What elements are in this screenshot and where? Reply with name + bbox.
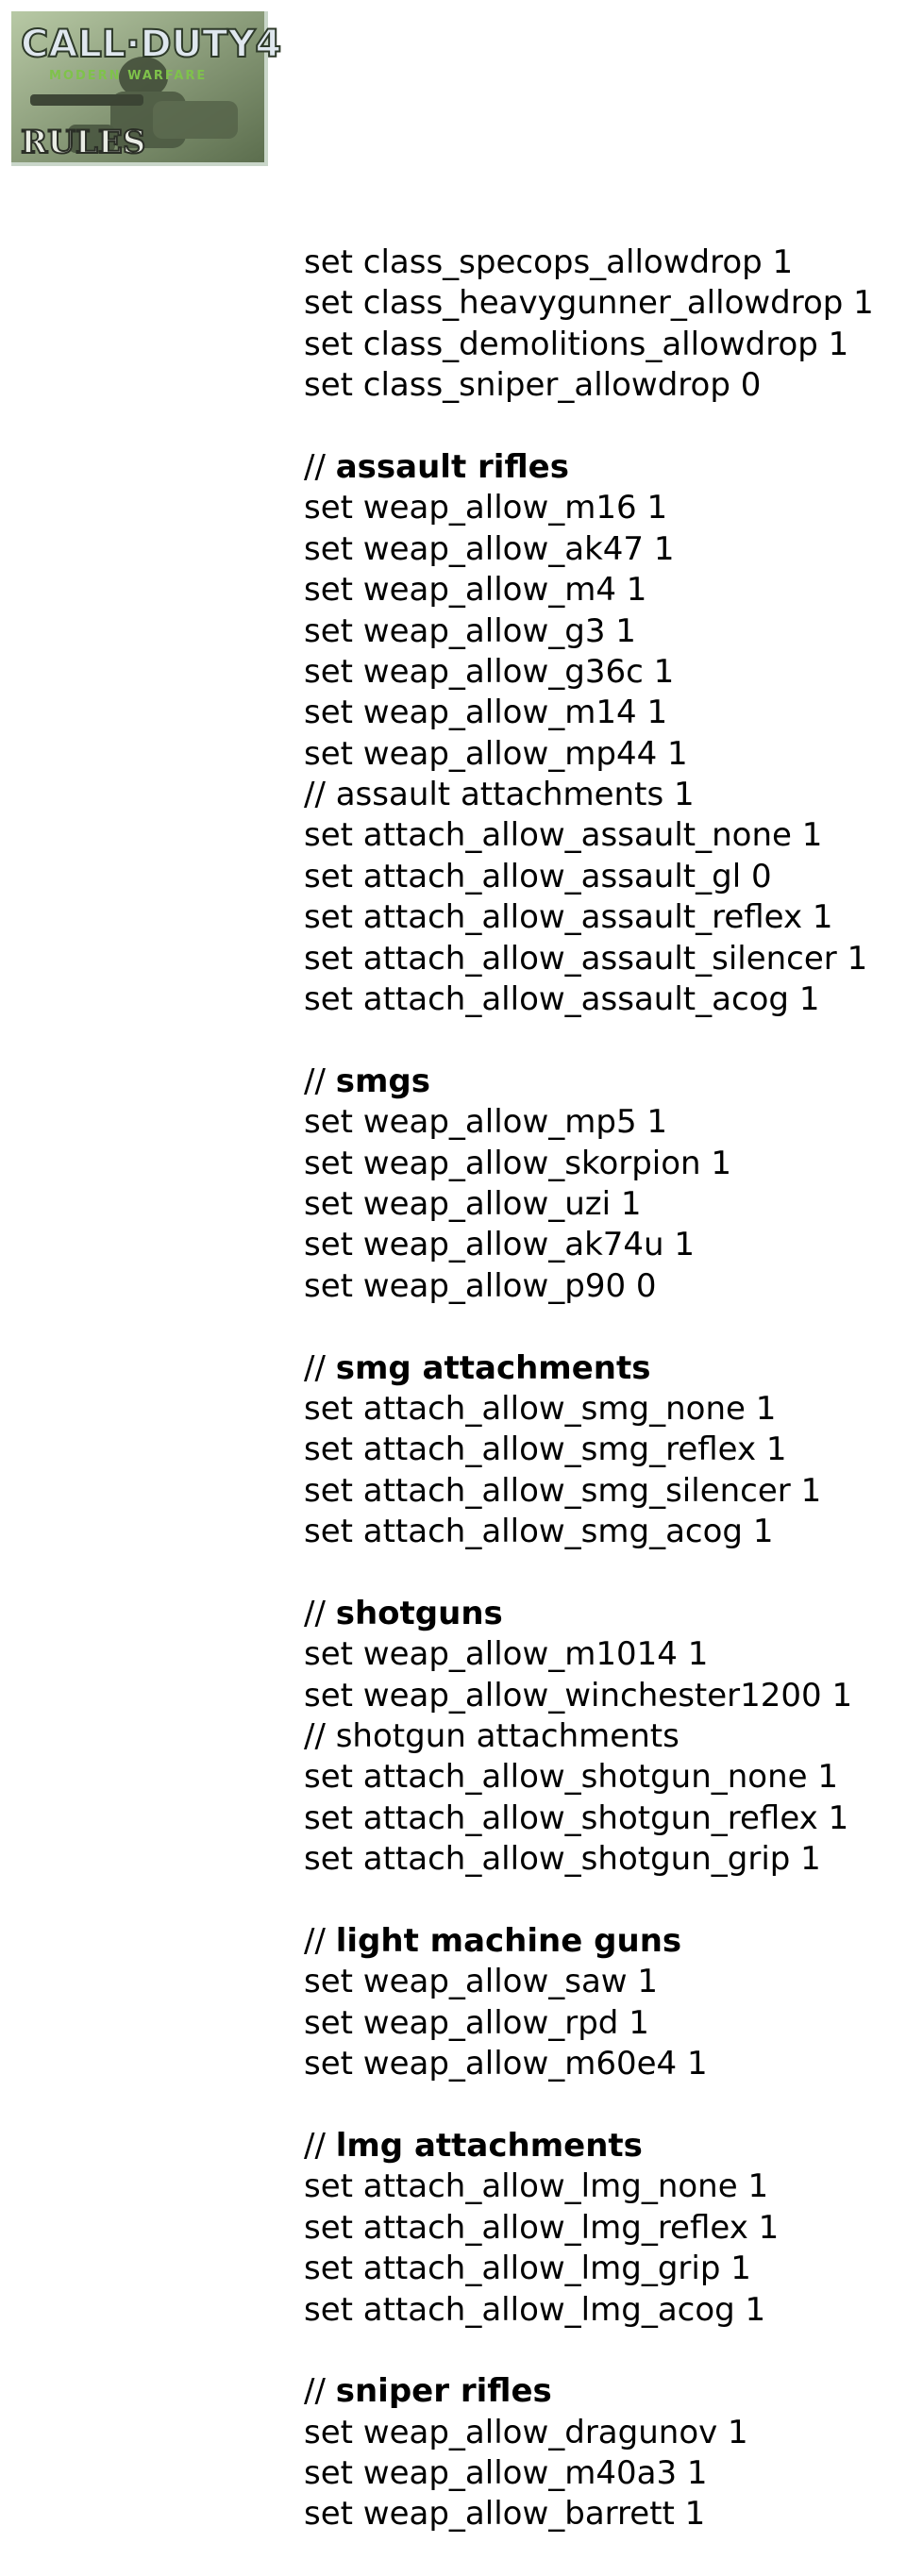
section-heading: // shotguns (304, 1594, 904, 1634)
config-line: // shotgun attachments (304, 1717, 680, 1756)
comment-prefix: // (304, 447, 336, 486)
config-line: set attach_allow_lmg_reflex 1 (304, 2208, 780, 2247)
section-title: smg attachments (335, 1348, 651, 1387)
config-line: set attach_allow_shotgun_reflex 1 (304, 1798, 849, 1837)
config-line: set weap_allow_m4 1 (304, 571, 647, 610)
section-title: sniper rifles (335, 2372, 552, 2411)
section-heading: // lmg attachments (304, 2126, 904, 2166)
config-line: set attach_allow_smg_reflex 1 (304, 1430, 787, 1469)
section-heading: // smgs (304, 1062, 904, 1102)
config-line: set attach_allow_assault_gl 0 (304, 857, 772, 895)
comment-prefix: // (304, 1922, 336, 1961)
config-line: set attach_allow_smg_none 1 (304, 1389, 777, 1428)
logo-badge-text: RULES (21, 124, 145, 161)
section-heading: // sniper rifles (304, 2371, 904, 2412)
section-heading: // smg attachments (304, 1348, 904, 1389)
config-line: set weap_allow_ak74u 1 (304, 1226, 696, 1264)
config-line: set weap_allow_skorpion 1 (304, 1144, 732, 1182)
comment-prefix: // (304, 1348, 336, 1387)
config-line: set weap_allow_m60e4 1 (304, 2045, 708, 2083)
section-heading: // assault rifles (304, 447, 904, 488)
config-line: set attach_allow_assault_none 1 (304, 816, 823, 855)
config-line: set attach_allow_shotgun_grip 1 (304, 1840, 821, 1879)
config-line: // assault attachments 1 (304, 776, 695, 814)
config-line: set weap_allow_ak47 1 (304, 529, 675, 568)
config-line: set attach_allow_assault_acog 1 (304, 980, 820, 1019)
config-line: set weap_allow_g3 1 (304, 611, 636, 650)
comment-prefix: // (304, 1594, 336, 1632)
soldier-silhouette (30, 57, 238, 153)
config-line: set attach_allow_lmg_grip 1 (304, 2250, 751, 2288)
config-line: set class_demolitions_allowdrop 1 (304, 325, 849, 363)
config-line: set attach_allow_assault_reflex 1 (304, 898, 833, 937)
section-title: lmg attachments (335, 2126, 643, 2165)
section-title: smgs (335, 1062, 430, 1100)
config-line: set weap_allow_uzi 1 (304, 1184, 642, 1223)
config-line: set weap_allow_barrett 1 (304, 2495, 706, 2534)
section-heading: // light machine guns (304, 1921, 904, 1962)
config-line: set weap_allow_m1014 1 (304, 1635, 709, 1674)
config-line: set weap_allow_mp5 1 (304, 1103, 668, 1142)
config-line: set attach_allow_assault_silencer 1 (304, 939, 868, 978)
config-line: set class_sniper_allowdrop 0 (304, 366, 762, 405)
config-line: set weap_allow_p90 0 (304, 1266, 657, 1305)
config-line: set attach_allow_lmg_acog 1 (304, 2290, 766, 2329)
logo-title-text: CALL·DUTY4 (21, 23, 281, 66)
config-line: set weap_allow_winchester1200 1 (304, 1676, 853, 1715)
config-line: set weap_allow_rpd 1 (304, 2003, 649, 2042)
logo-image: CALL·DUTY4 MODERN WARFARE RULES (11, 11, 282, 162)
config-line: set weap_allow_mp44 1 (304, 734, 688, 773)
config-line: set weap_allow_dragunov 1 (304, 2413, 748, 2451)
config-line: set weap_allow_m40a3 1 (304, 2454, 708, 2493)
config-line: set attach_allow_lmg_none 1 (304, 2167, 769, 2206)
config-line: set weap_allow_m16 1 (304, 489, 668, 527)
config-line: set attach_allow_shotgun_none 1 (304, 1758, 839, 1797)
config-line: set weap_allow_m14 1 (304, 694, 668, 732)
logo-subtitle-text: MODERN WARFARE (49, 69, 207, 83)
config-line: set class_heavygunner_allowdrop 1 (304, 284, 874, 323)
section-title: light machine guns (335, 1922, 682, 1961)
config-line: set weap_allow_g36c 1 (304, 652, 675, 691)
section-title: assault rifles (335, 447, 569, 486)
config-line: set weap_allow_saw 1 (304, 1963, 659, 2001)
section-title: shotguns (335, 1594, 503, 1632)
config-line: set attach_allow_smg_silencer 1 (304, 1471, 822, 1510)
call-of-duty-4-rules-logo: CALL·DUTY4 MODERN WARFARE RULES (11, 11, 282, 166)
config-line: set attach_allow_smg_acog 1 (304, 1513, 774, 1551)
config-line: set class_specops_allowdrop 1 (304, 243, 794, 281)
comment-prefix: // (304, 2126, 336, 2165)
comment-prefix: // (304, 1062, 336, 1100)
comment-prefix: // (304, 2372, 336, 2411)
